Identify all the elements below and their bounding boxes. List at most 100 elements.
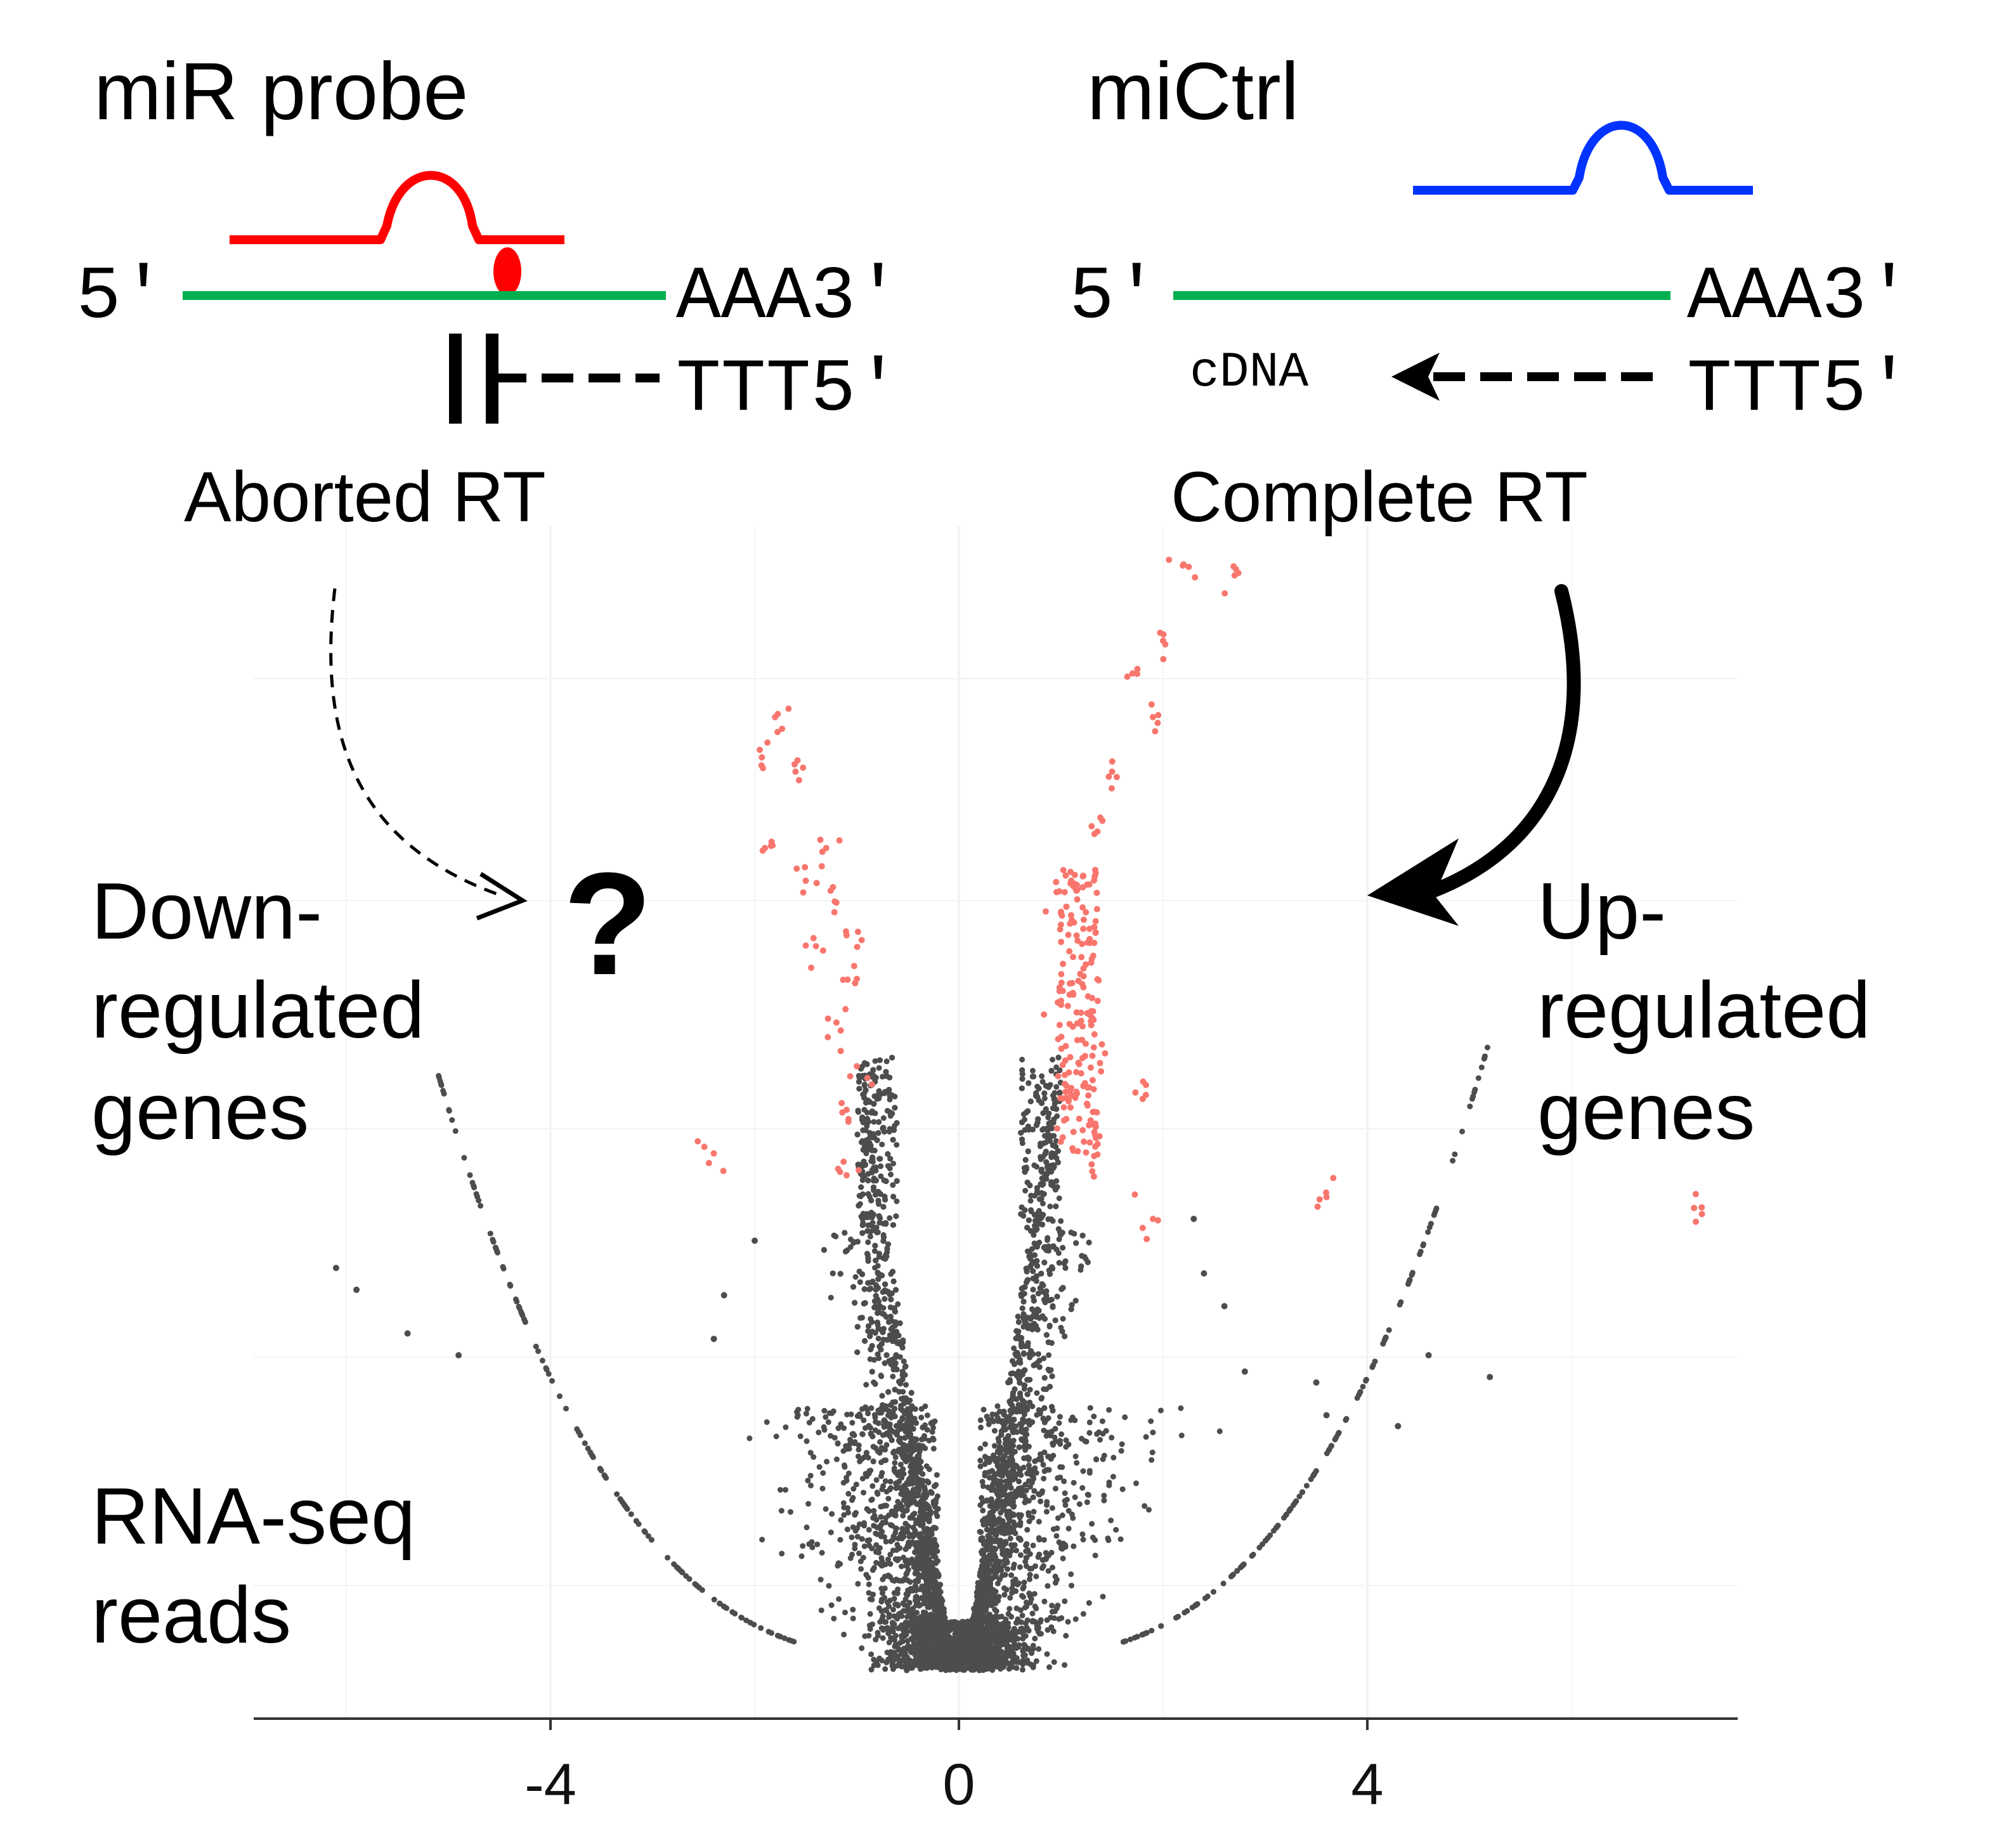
data-point — [1027, 1198, 1034, 1204]
data-point — [876, 1057, 883, 1064]
data-point — [1025, 1148, 1031, 1154]
data-point — [1056, 1195, 1062, 1201]
data-point — [1029, 1326, 1036, 1332]
data-point — [876, 1065, 882, 1071]
data-point — [894, 1329, 900, 1335]
data-point — [1022, 1188, 1029, 1194]
data-point — [1041, 1095, 1048, 1102]
data-point — [1052, 1317, 1058, 1324]
data-point — [880, 1115, 887, 1121]
data-point — [871, 1101, 877, 1107]
data-point — [1050, 1244, 1056, 1250]
data-point — [852, 1274, 859, 1280]
data-point — [1019, 1305, 1026, 1311]
data-point — [854, 1349, 861, 1355]
data-point — [1050, 1105, 1056, 1111]
data-point — [1057, 1090, 1063, 1096]
data-point — [890, 1194, 897, 1200]
data-point — [1036, 1239, 1043, 1246]
data-point — [897, 1381, 904, 1387]
data-point — [1034, 1093, 1041, 1100]
data-point — [1020, 1298, 1027, 1305]
data-point — [1043, 1126, 1050, 1133]
data-point — [1048, 1340, 1055, 1346]
data-point — [1019, 1085, 1025, 1091]
data-point — [899, 1344, 906, 1351]
data-point — [859, 1315, 865, 1321]
data-point — [871, 1357, 877, 1363]
data-point — [1035, 1351, 1041, 1357]
data-point — [1035, 1291, 1041, 1297]
data-point — [1059, 1328, 1065, 1334]
data-point — [1021, 1367, 1027, 1374]
data-point — [854, 1324, 861, 1330]
data-point — [856, 1086, 863, 1092]
data-point — [880, 1124, 887, 1131]
data-point — [875, 1285, 881, 1291]
data-point — [1039, 1201, 1046, 1207]
data-point — [1030, 1351, 1036, 1357]
data-point — [863, 1382, 869, 1388]
data-point — [861, 1286, 868, 1292]
data-point — [1019, 1067, 1026, 1073]
data-point — [1019, 1343, 1025, 1350]
data-point — [910, 1426, 916, 1432]
data-point — [893, 1213, 899, 1220]
data-point — [1046, 1298, 1053, 1304]
data-point — [1086, 1239, 1092, 1246]
data-point — [890, 1222, 896, 1228]
data-point — [882, 1281, 889, 1287]
data-point — [1039, 1395, 1045, 1401]
data-point — [1017, 1360, 1024, 1366]
data-point — [1041, 1375, 1048, 1381]
data-point — [901, 1358, 907, 1365]
data-point — [887, 1113, 894, 1119]
data-point — [890, 1136, 896, 1143]
data-point — [1058, 1218, 1064, 1224]
data-point — [859, 1173, 866, 1179]
data-point — [1030, 1287, 1036, 1292]
data-point — [872, 1058, 878, 1064]
data-point — [1044, 1237, 1050, 1243]
data-point — [1060, 1245, 1066, 1251]
data-point — [865, 1328, 871, 1334]
data-point — [882, 1360, 888, 1366]
data-point — [1084, 1259, 1091, 1265]
data-point — [869, 1319, 875, 1325]
data-point — [1007, 1407, 1013, 1414]
data-point — [1024, 1377, 1031, 1383]
data-point — [1018, 1129, 1024, 1136]
data-point — [1020, 1324, 1027, 1330]
data-point — [1055, 1055, 1062, 1060]
data-point — [1055, 1159, 1061, 1166]
data-point — [1060, 1316, 1066, 1322]
data-point — [1056, 1236, 1062, 1242]
data-point — [1054, 1113, 1060, 1119]
data-point — [1033, 1278, 1039, 1284]
data-point — [865, 1239, 871, 1246]
data-point — [1028, 1228, 1034, 1234]
data-point — [859, 1216, 866, 1222]
data-point — [1034, 1390, 1040, 1396]
data-point — [857, 1279, 863, 1285]
data-point — [871, 1093, 878, 1099]
data-point — [830, 1270, 836, 1277]
data-point — [864, 1109, 870, 1116]
data-point — [876, 1155, 883, 1162]
data-point — [859, 1177, 866, 1183]
data-point — [856, 1202, 862, 1209]
data-point — [1031, 1162, 1038, 1168]
data-point — [1027, 1386, 1033, 1393]
data-point — [890, 1161, 896, 1167]
data-point — [906, 1481, 913, 1487]
data-point — [1018, 1291, 1024, 1298]
data-point — [1052, 1187, 1058, 1193]
data-point — [1039, 1100, 1045, 1106]
data-point — [842, 1230, 848, 1236]
data-point — [1036, 1085, 1042, 1091]
data-point — [1029, 1074, 1036, 1080]
data-point — [880, 1310, 886, 1317]
data-point — [1031, 1298, 1037, 1304]
data-point — [875, 1325, 882, 1332]
